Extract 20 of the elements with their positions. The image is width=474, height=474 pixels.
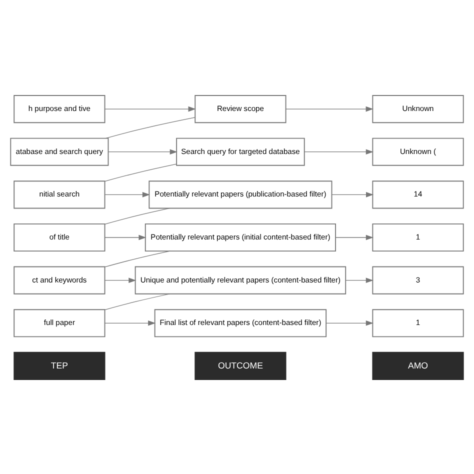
arrow: [286, 106, 374, 112]
arrow: [332, 192, 374, 197]
connector: [104, 250, 170, 267]
node-box: AMO: [372, 351, 464, 380]
connector: [104, 293, 170, 310]
connector: [104, 207, 170, 224]
connector: [105, 116, 196, 138]
node-box: TEP: [14, 351, 106, 380]
arrow: [104, 106, 196, 112]
arrow: [326, 320, 374, 326]
arrow: [104, 320, 156, 326]
arrow: [104, 277, 136, 282]
connector: [104, 163, 177, 182]
arrow: [104, 192, 150, 197]
arrow: [108, 148, 178, 154]
node-box: OUTCOME: [194, 351, 286, 380]
arrow: [304, 148, 374, 154]
arrow: [335, 234, 374, 240]
arrow: [104, 234, 146, 240]
arrow: [345, 277, 374, 282]
